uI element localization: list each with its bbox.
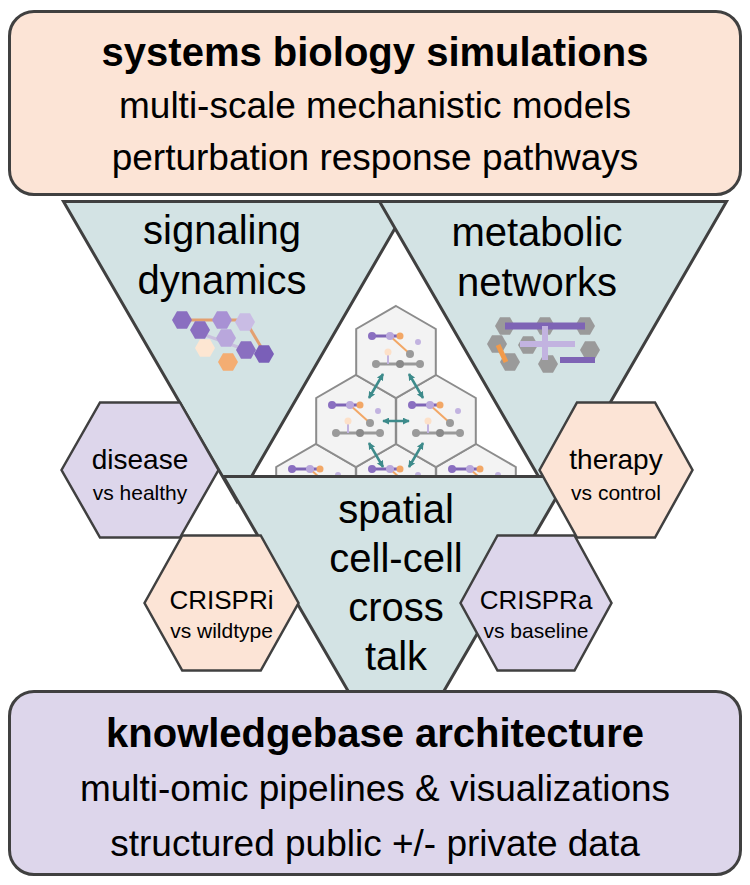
crosstalk-arrow <box>409 374 423 398</box>
text-stack: systems biology simulationsmulti-scale m… <box>11 24 739 184</box>
rounded-box: systems biology simulationsmulti-scale m… <box>8 10 742 196</box>
body-text: vs healthy <box>60 477 220 509</box>
network-glyph <box>328 401 384 437</box>
rounded-box: knowledgebase architecturemulti-omic pip… <box>8 690 742 876</box>
body-text: structured public +/- private data <box>11 816 739 871</box>
heading-text: spatial cell-cell cross talk <box>321 485 471 681</box>
text-stack: CRISPRavs baseline <box>459 584 613 646</box>
text-stack: spatial cell-cell cross talk <box>321 485 471 681</box>
heading-text: CRISPRa <box>459 584 613 616</box>
heading-text: therapy <box>538 443 694 477</box>
heading-text: CRISPRi <box>143 584 300 616</box>
text-stack: CRISPRivs wildtype <box>143 584 300 646</box>
network-glyph <box>408 401 464 437</box>
text-stack: therapyvs control <box>538 443 694 509</box>
body-text: vs control <box>538 477 694 509</box>
text-stack: signaling dynamics <box>122 205 322 305</box>
network-glyph <box>368 332 424 368</box>
crosstalk-arrow <box>383 420 409 423</box>
cell-hexagon <box>316 375 396 467</box>
text-stack: diseasevs healthy <box>60 443 220 509</box>
crosstalk-arrow <box>369 374 383 398</box>
hexagon-shape: therapyvs control <box>538 401 694 539</box>
text-stack: metabolic networks <box>437 207 637 307</box>
heading-text: metabolic networks <box>437 207 637 307</box>
hexagon-shape: CRISPRivs wildtype <box>143 534 300 672</box>
heading-text: systems biology simulations <box>11 24 739 80</box>
body-text: multi-scale mechanistic models <box>11 80 739 132</box>
body-text: vs baseline <box>459 616 613 646</box>
heading-text: signaling dynamics <box>122 205 322 305</box>
crosstalk-arrow <box>369 443 383 467</box>
body-text: multi-omic pipelines & visualizations <box>11 761 739 816</box>
crosstalk-arrow <box>409 443 423 467</box>
body-text: vs wildtype <box>143 616 300 646</box>
cell-hexagon <box>396 375 476 467</box>
cell-hexagon <box>356 306 436 398</box>
heading-text: disease <box>60 443 220 477</box>
text-stack: knowledgebase architecturemulti-omic pip… <box>11 705 739 871</box>
hexagon-shape: diseasevs healthy <box>60 401 220 539</box>
body-text: perturbation response pathways <box>11 132 739 184</box>
crosstalk-arrows <box>369 374 423 467</box>
heading-text: knowledgebase architecture <box>11 705 739 761</box>
hexagon-shape: CRISPRavs baseline <box>459 534 613 672</box>
